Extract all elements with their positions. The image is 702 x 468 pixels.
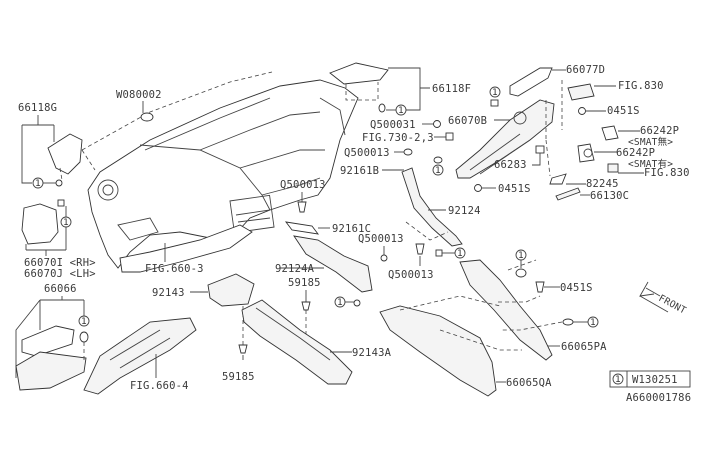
instrument-panel <box>81 71 359 269</box>
label-q500013-d: Q500013 <box>358 233 404 245</box>
front-arrow: FRONT <box>639 281 688 317</box>
part-66077d: 66077D <box>509 64 605 97</box>
ref-fig660-4: FIG.660-4 <box>83 317 197 395</box>
label-66242p-b: 66242P <box>616 147 655 159</box>
part-92143: 92143 59185 <box>152 273 255 383</box>
callout-ref: 1 <box>492 88 498 98</box>
label-59185-b: 59185 <box>222 371 255 383</box>
legend-part: W130251 <box>632 374 678 386</box>
label-92143: 92143 <box>152 287 185 299</box>
label-66077d: 66077D <box>566 64 605 76</box>
label-82245: 82245 <box>586 178 619 190</box>
label-59185-a: 59185 <box>288 277 321 289</box>
callout-ref: 1 <box>35 179 41 189</box>
part-center-upper: Q500031 FIG.730-2,3 66070B 1 1 <box>362 86 555 179</box>
label-66242p-a: 66242P <box>640 125 679 137</box>
label-smat-with: <SMAT有> <box>628 158 673 170</box>
part-center-console: 1 0451S 1 66065PA 1 66065QA <box>334 249 607 397</box>
ref-fig660-3: FIG.660-3 <box>119 224 253 275</box>
label-66130c: 66130C <box>590 190 629 202</box>
label-0451s-c: 0451S <box>560 282 593 294</box>
legend-ref: 1 <box>615 375 621 385</box>
ref-fig830-a: FIG.830 <box>561 80 664 130</box>
label-66118f: 66118F <box>432 83 471 95</box>
part-66070ij: 1 66070I <RH> 66070J <LH> <box>21 199 96 280</box>
label-q500031: Q500031 <box>370 119 416 131</box>
callout-ref: 1 <box>435 166 441 176</box>
callout-ref: 1 <box>63 218 69 228</box>
callout-ref: 1 <box>518 251 524 261</box>
label-fig730: FIG.730-2,3 <box>362 132 434 144</box>
label-q500013-b: Q500013 <box>388 269 434 281</box>
label-66070i: 66070I <RH> <box>24 257 96 269</box>
label-66070j: 66070J <LH> <box>24 268 96 280</box>
label-fig830-b: FIG.830 <box>644 167 690 179</box>
part-66242p: 66242P <SMAT無> 66242P <SMAT有> FIG.830 <box>577 125 690 179</box>
label-66065pa: 66065PA <box>561 341 607 353</box>
label-92161c: 92161C <box>332 223 371 235</box>
label-fig660-3: FIG.660-3 <box>145 263 204 275</box>
label-66070b: 66070B <box>448 115 487 127</box>
label-92161b: 92161B <box>340 165 379 177</box>
part-66066: 66066 1 <box>15 283 90 391</box>
label-fig660-4: FIG.660-4 <box>130 380 189 392</box>
label-66065qa: 66065QA <box>506 377 552 389</box>
part-66118g: 66118G 1 <box>18 102 83 189</box>
label-0451s-a: 0451S <box>607 105 640 117</box>
part-92143a: 59185 92143A <box>241 277 392 385</box>
part-66283: 66283 <box>494 145 545 171</box>
screw-0451s-a: 0451S <box>578 105 640 117</box>
clip-w080002: W080002 <box>116 89 162 122</box>
label-66066: 66066 <box>44 283 77 295</box>
diagram-code: A660001786 <box>626 392 691 404</box>
screw-0451s-b: 0451S <box>474 183 531 195</box>
callout-ref: 1 <box>337 298 343 308</box>
part-66118f: 66118F 1 <box>329 62 471 116</box>
label-92124: 92124 <box>448 205 481 217</box>
label-66118g: 66118G <box>18 102 57 114</box>
label-q500013-c: Q500013 <box>280 179 326 191</box>
callout-ref: 1 <box>81 317 87 327</box>
label-q500013-a: Q500013 <box>344 147 390 159</box>
label-front: FRONT <box>657 293 688 317</box>
label-92143a: 92143A <box>352 347 392 359</box>
part-92161c-92124a: Q500013 92161C 92124A Q500013 <box>275 179 404 293</box>
part-92124: Q500013 92161B 92124 Q500013 1 <box>340 147 481 281</box>
callout-ref: 1 <box>590 318 596 328</box>
label-smat-none: <SMAT無> <box>628 136 673 148</box>
label-92124a: 92124A <box>275 263 315 275</box>
part-82245-66130c: 82245 66130C <box>545 139 629 202</box>
label-0451s-b: 0451S <box>498 183 531 195</box>
label-66283: 66283 <box>494 159 527 171</box>
label-w080002: W080002 <box>116 89 162 101</box>
callout-ref: 1 <box>398 106 404 116</box>
callout-ref: 1 <box>457 249 463 259</box>
label-fig830-a: FIG.830 <box>618 80 664 92</box>
legend-box: 1 W130251 <box>609 370 691 388</box>
